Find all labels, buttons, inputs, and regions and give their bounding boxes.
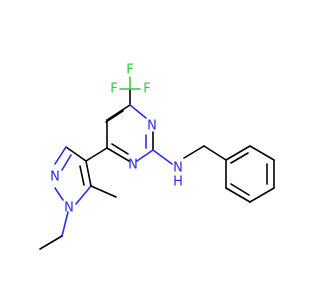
bond-n-ethyl xyxy=(61,211,69,237)
bond-ethyl xyxy=(39,235,63,250)
bond-ch2-phenyl xyxy=(203,145,227,161)
bond-ring-c6-n1 xyxy=(106,147,130,162)
bond-pz-c5-c4 xyxy=(85,160,92,187)
alkyl-substituents xyxy=(39,185,117,250)
bond-pz-n2-n1 xyxy=(54,187,64,201)
bond-ring-c4-c5-double xyxy=(105,110,124,123)
bond-nh-ch2 xyxy=(183,145,205,159)
nitrogen-label-amine: N xyxy=(173,161,183,176)
fluorine-label-left: F xyxy=(110,82,117,97)
bond-ph-3 xyxy=(249,187,275,203)
bond-pyrimidine-pyrazole xyxy=(85,147,108,162)
bond-pz-c5-c4-double xyxy=(79,165,85,186)
nitrogen-label-pyrazole-2: N xyxy=(50,170,60,185)
bond-ring-c4-c5 xyxy=(106,104,131,121)
fluorine-label-right: F xyxy=(143,82,150,97)
phenyl-ring xyxy=(225,145,275,203)
bond-pz-c3-n2-double xyxy=(61,154,72,171)
bond-pz-c4-c3 xyxy=(65,146,87,162)
molecule-diagram: F F F N N N H N N xyxy=(39,63,275,250)
bond-ring-n3-c4 xyxy=(129,104,147,119)
bond-ph-6 xyxy=(225,145,251,161)
bond-pz-c3-n2 xyxy=(54,146,67,165)
fluorine-label-top: F xyxy=(126,63,133,78)
nitrogen-label-pyrimidine-bottom: N xyxy=(128,158,138,173)
nitrogen-label-pyrazole-1: N xyxy=(64,201,74,216)
bond-ph-5 xyxy=(249,145,275,161)
hydrogen-label-amine: H xyxy=(173,175,183,190)
bond-ph-6-double xyxy=(230,152,249,164)
structure-drawing: F F F N N N H N N xyxy=(39,63,275,250)
benzylamine-group xyxy=(152,145,227,165)
pyrimidine-ring xyxy=(105,104,154,162)
bond-c2-nh xyxy=(152,149,173,165)
bond-ph-2 xyxy=(225,187,251,203)
bond-ring-n1-c2 xyxy=(136,149,154,162)
bond-ph-2-double xyxy=(230,183,250,196)
pyrazole-ring xyxy=(54,146,108,205)
bond-pz-n1-c5 xyxy=(75,185,92,205)
trifluoromethyl-group xyxy=(119,76,141,106)
bond-methyl xyxy=(90,185,117,198)
nitrogen-label-pyrimidine-top: N xyxy=(147,119,157,134)
bond-ring-c6-n1-double xyxy=(111,143,129,155)
